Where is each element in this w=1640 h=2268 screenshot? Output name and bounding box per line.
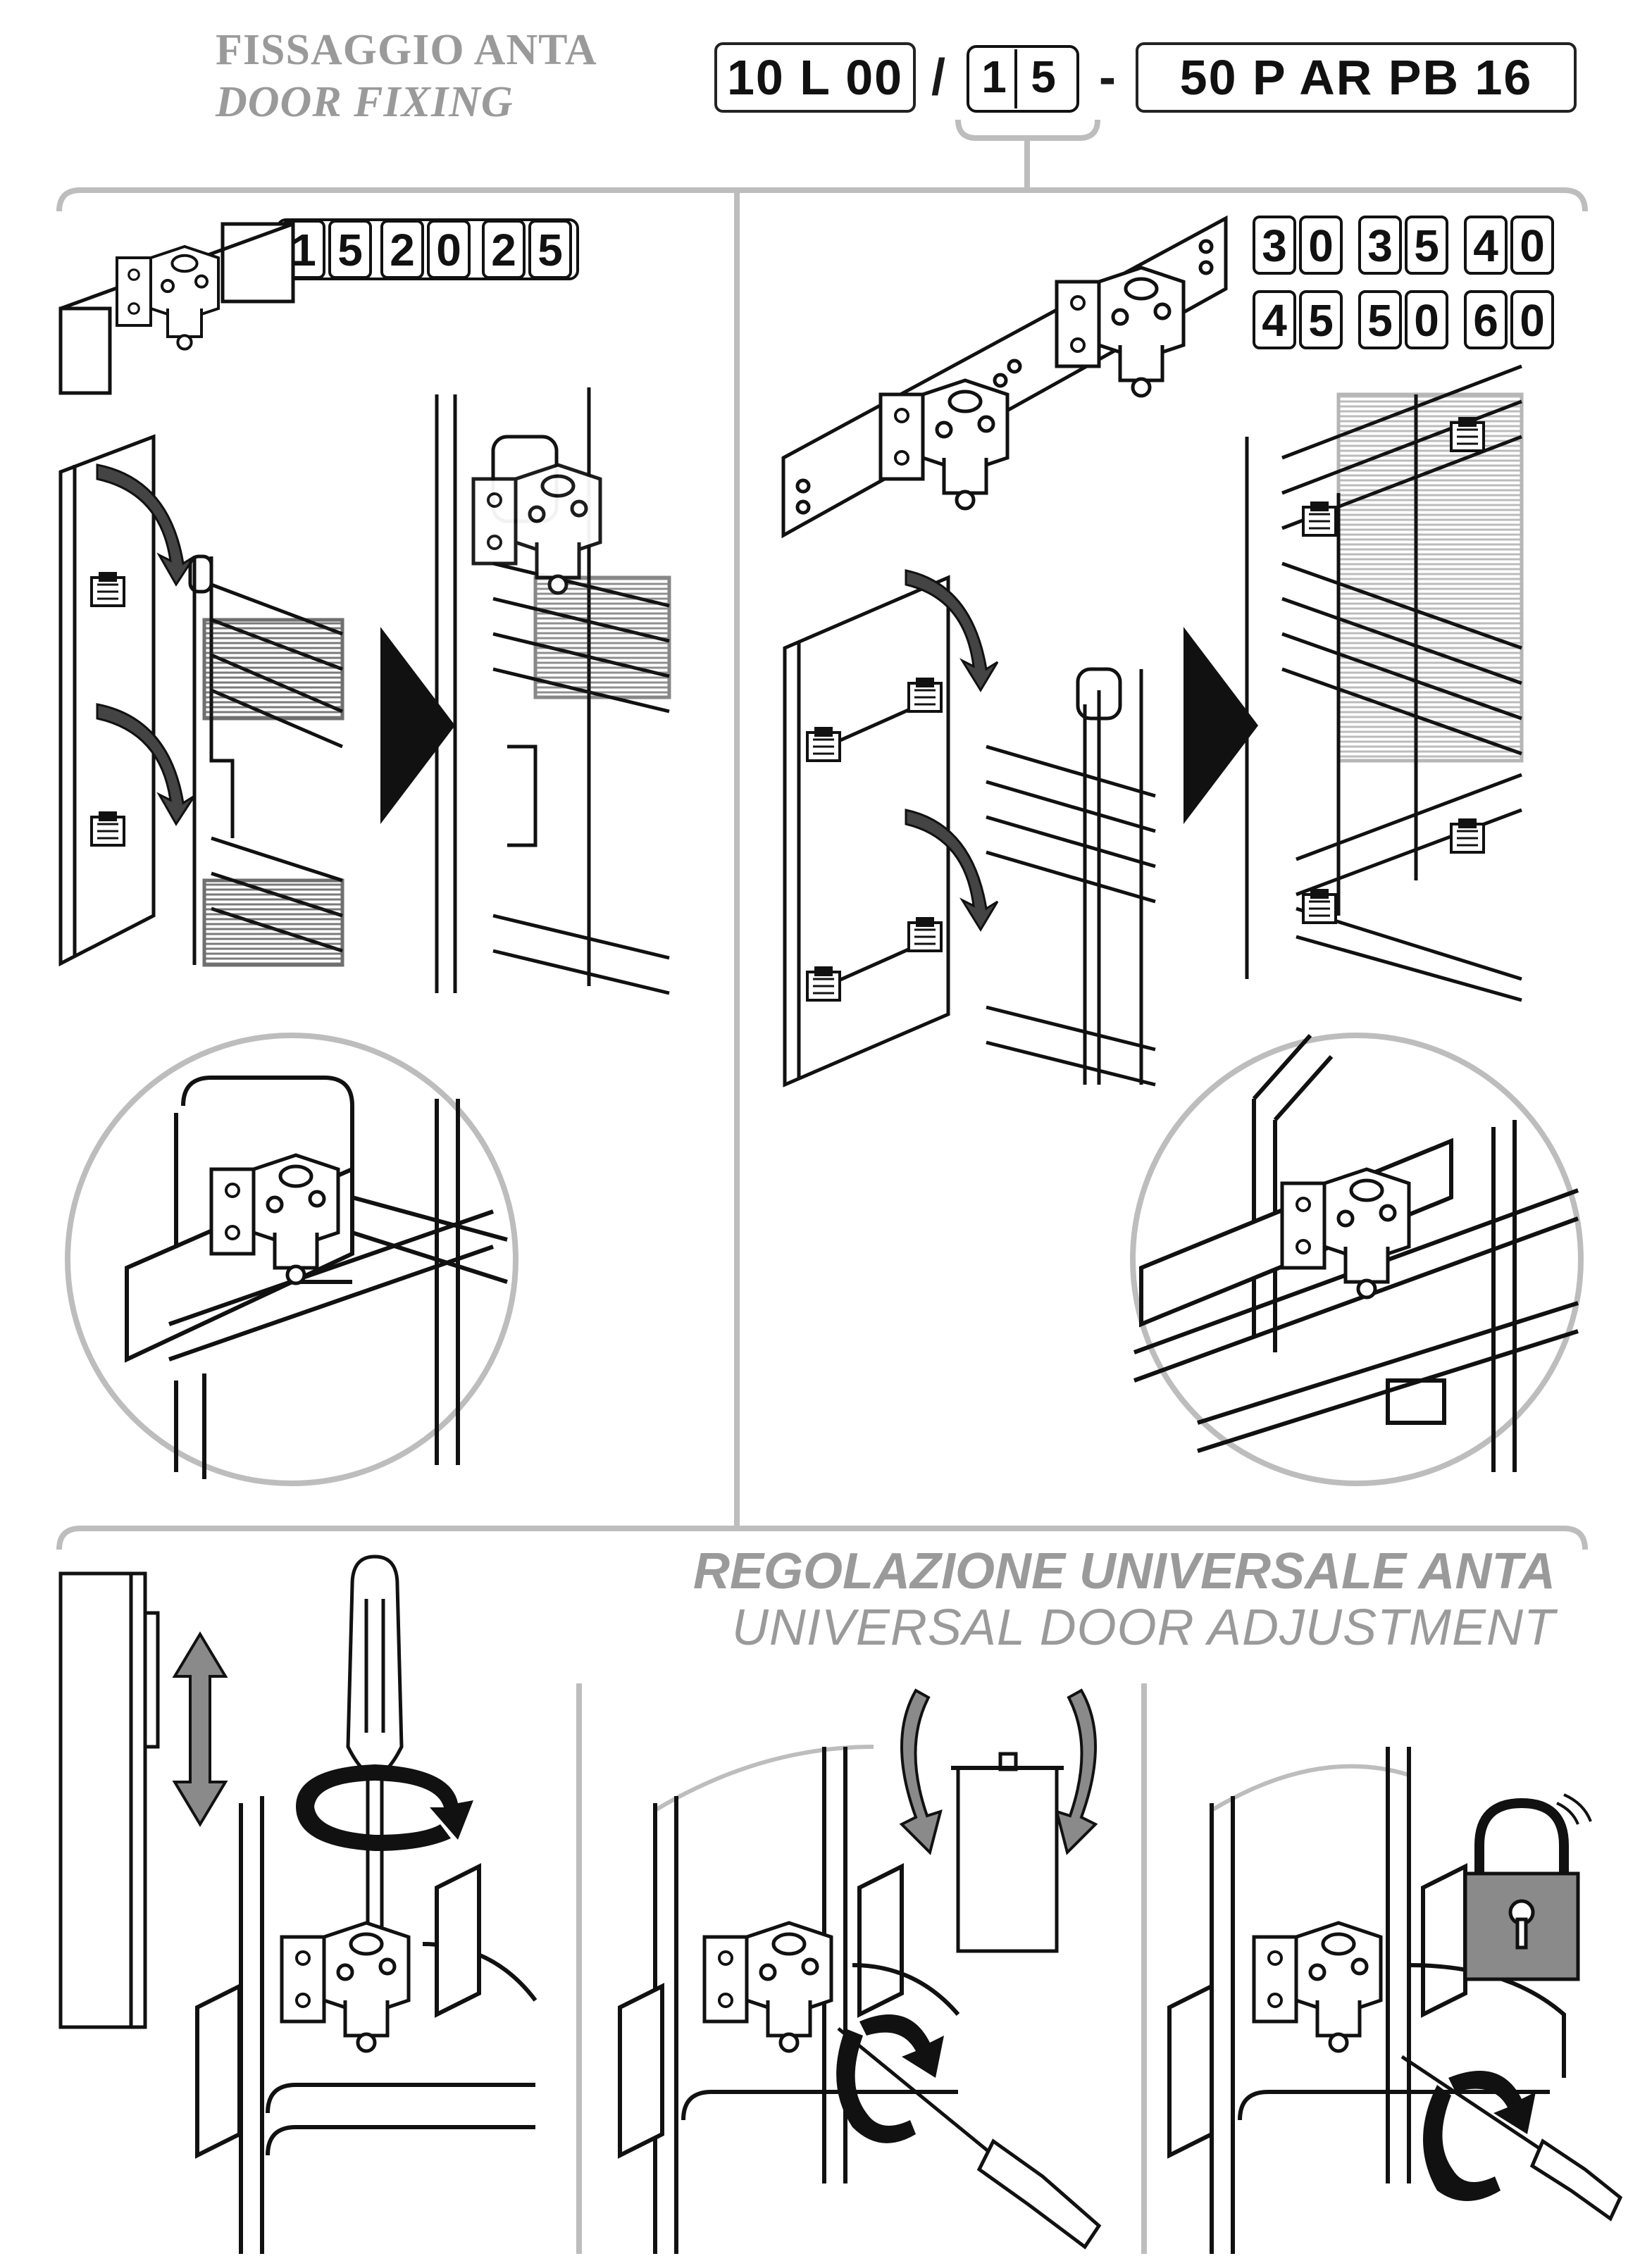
title-english: DOOR FIXING [216, 78, 514, 126]
code-highlight-group [967, 45, 1079, 113]
code-prefix: 10 L 00 [714, 42, 916, 113]
adjustment-title-italian: REGOLAZIONE UNIVERSALE ANTA [692, 1543, 1555, 1600]
installed-basket-left [435, 387, 671, 995]
installed-basket-right [1245, 364, 1524, 1002]
triangle-arrow-icon [1184, 627, 1258, 824]
code-digit: 1 [974, 49, 1017, 108]
door-profile [58, 1571, 160, 2029]
basket-corner-1 [195, 1796, 538, 2254]
bracket-plate-short [58, 222, 295, 395]
code-dash: - [1099, 49, 1116, 106]
triangle-arrow-icon [380, 627, 455, 824]
title-italian: FISSAGGIO ANTA [216, 26, 597, 74]
door-panel-left [58, 434, 156, 967]
rotate-arrow-icon [296, 1764, 473, 1851]
screwdriver-icon [837, 2027, 1102, 2250]
padlock-icon [1463, 1793, 1592, 1981]
basket-left [188, 554, 344, 967]
screwdriver-icon [346, 1554, 404, 1957]
basket-corner-3 [1167, 1747, 1566, 2254]
code-digit: 5 [1021, 49, 1065, 108]
code-separator: / [931, 49, 946, 106]
adjustment-title-english: UNIVERSAL DOOR ADJUSTMENT [731, 1600, 1555, 1656]
panel-frames [56, 119, 1588, 2254]
door-block [951, 1752, 1064, 1953]
vertical-arrow-icon [172, 1631, 228, 1827]
rotation-arrows-right [905, 569, 999, 932]
rotation-arrows-left [96, 463, 196, 826]
rotate-arrow-icon [836, 2014, 944, 2143]
basket-right [986, 667, 1156, 1087]
vertical-arrow-icon [899, 1688, 1098, 1855]
screwdriver-icon [1400, 2055, 1623, 2222]
code-suffix: 50 P AR PB 16 [1136, 42, 1577, 113]
rotate-arrow-icon [1423, 2071, 1536, 2201]
basket-corner-2 [654, 1745, 874, 1812]
